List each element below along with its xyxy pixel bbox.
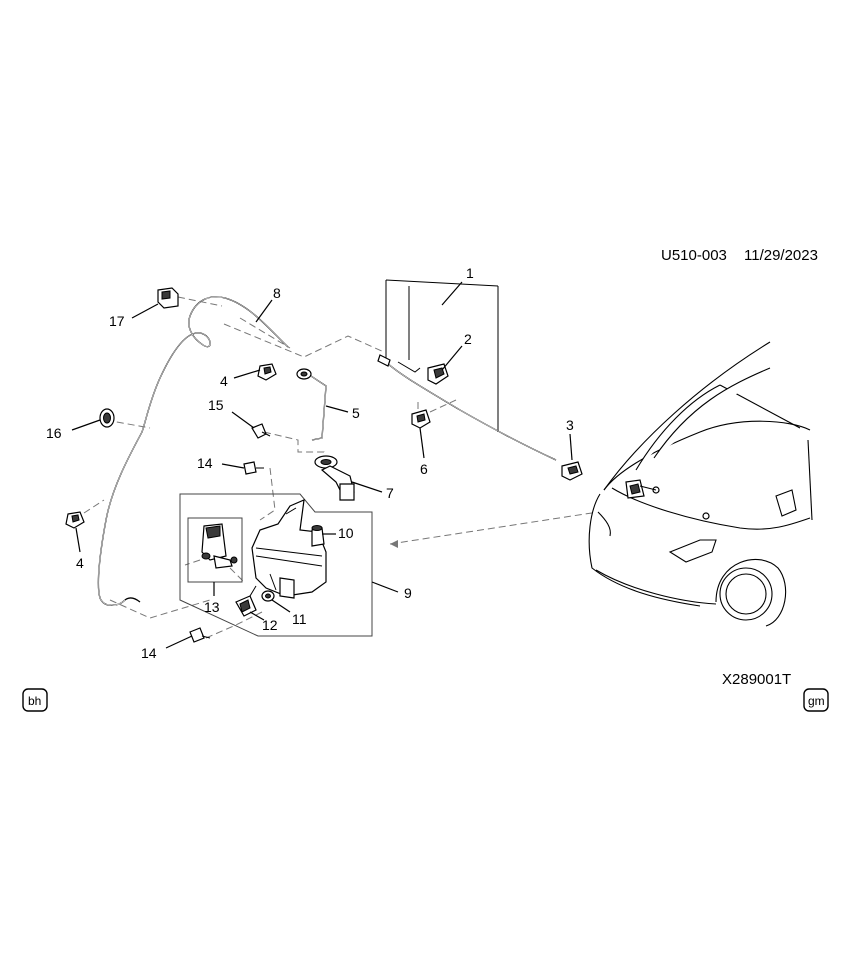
callout-4-lower: 4 bbox=[76, 555, 84, 571]
callout-12: 12 bbox=[262, 617, 278, 633]
gm-badge-label: gm bbox=[808, 694, 825, 708]
bh-badge: bh bbox=[22, 688, 48, 712]
callout-2: 2 bbox=[464, 331, 472, 347]
callout-5: 5 bbox=[352, 405, 360, 421]
washer-hose-assembly bbox=[97, 296, 289, 607]
callout-1: 1 bbox=[466, 265, 474, 281]
callout-13: 13 bbox=[204, 599, 220, 615]
callout-16: 16 bbox=[46, 425, 62, 441]
callouts: 1 2 3 4 4 5 6 7 8 9 10 11 12 13 14 14 15 bbox=[46, 265, 574, 661]
callout-7: 7 bbox=[386, 485, 394, 501]
callout-14-lower: 14 bbox=[141, 645, 157, 661]
screw-15 bbox=[251, 423, 271, 439]
hose-clip-4-upper bbox=[257, 363, 277, 381]
gm-badge: gm bbox=[803, 688, 829, 712]
part-1-bracket-lines bbox=[385, 279, 499, 432]
reference-lines bbox=[83, 296, 599, 639]
callout-10: 10 bbox=[338, 525, 354, 541]
vehicle-front bbox=[588, 341, 813, 627]
diagram-date: 11/29/2023 bbox=[744, 247, 818, 264]
nozzle-hose bbox=[377, 354, 557, 461]
callout-15: 15 bbox=[208, 397, 224, 413]
callout-11: 11 bbox=[292, 611, 307, 627]
washer-nozzle-3 bbox=[561, 461, 583, 481]
filler-tube-5 bbox=[296, 368, 327, 441]
grommet-16 bbox=[99, 408, 115, 428]
callout-6: 6 bbox=[420, 461, 428, 477]
callout-17: 17 bbox=[109, 313, 125, 329]
illustration-id: X289001T bbox=[722, 671, 791, 688]
callout-4-upper: 4 bbox=[220, 373, 228, 389]
callout-14-upper: 14 bbox=[197, 455, 213, 471]
diagram-code: U510-003 bbox=[661, 247, 727, 264]
hose-clip-6 bbox=[411, 409, 431, 429]
bh-badge-label: bh bbox=[28, 694, 41, 708]
filler-neck-7 bbox=[314, 455, 355, 501]
hose-clip-4-lower bbox=[65, 511, 85, 529]
bolt-14-lower bbox=[189, 627, 211, 643]
arrow-head bbox=[390, 540, 398, 548]
connector-17 bbox=[157, 287, 179, 309]
bolt-14-upper bbox=[243, 461, 264, 475]
reservoir-assembly-9 bbox=[179, 493, 373, 637]
callout-9: 9 bbox=[404, 585, 412, 601]
callout-3: 3 bbox=[566, 417, 574, 433]
callout-8: 8 bbox=[273, 285, 281, 301]
